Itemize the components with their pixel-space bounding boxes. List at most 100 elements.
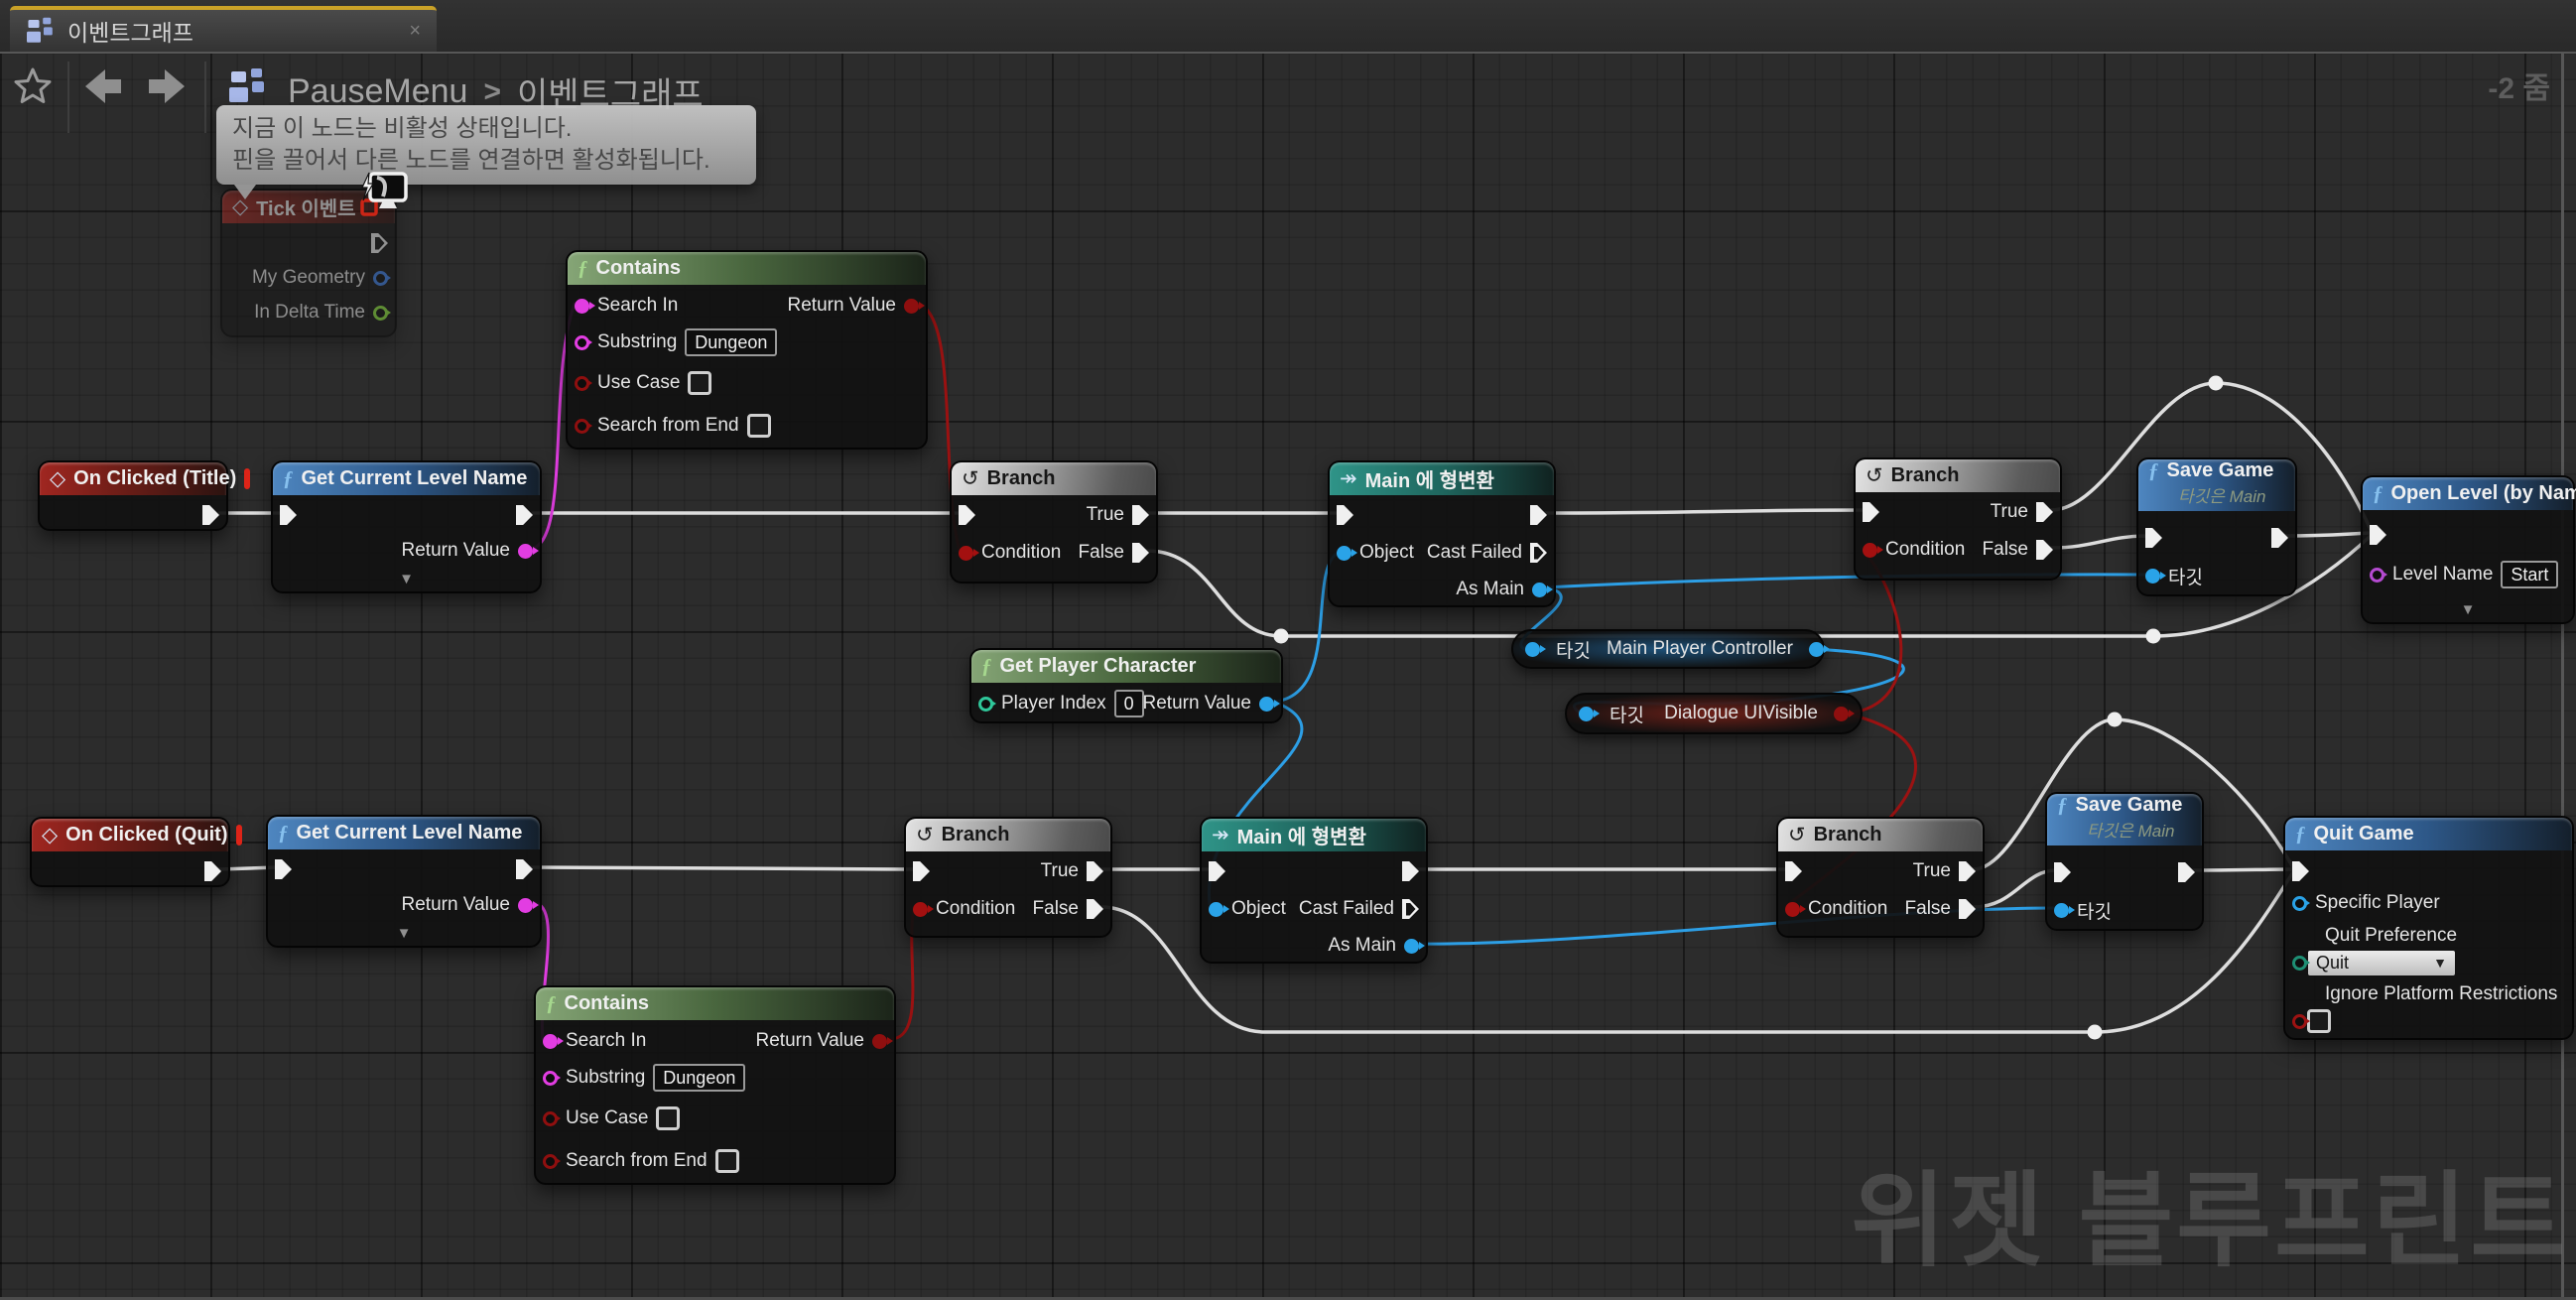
- exec-pin-icon[interactable]: [2271, 528, 2288, 548]
- pin-exec[interactable]: [2271, 525, 2288, 551]
- wire-exec[interactable]: [2049, 534, 2149, 550]
- collapse-arrow-icon[interactable]: ▼: [396, 925, 412, 942]
- exec-pin-icon[interactable]: [516, 505, 533, 525]
- pin-true[interactable]: True: [1033, 858, 1103, 884]
- exec-pin-icon[interactable]: [959, 505, 975, 525]
- data-pin-icon[interactable]: [543, 1070, 558, 1086]
- pin-as-main[interactable]: As Main: [1448, 577, 1547, 602]
- exec-pin-icon[interactable]: [1863, 502, 1879, 522]
- wire-exec[interactable]: [529, 865, 917, 871]
- wire-exec[interactable]: [2284, 531, 2374, 538]
- delegate-pin[interactable]: [244, 468, 251, 489]
- pin-exec[interactable]: [2292, 858, 2309, 884]
- reroute-node[interactable]: [2087, 1024, 2103, 1040]
- exec-pin-icon[interactable]: [2292, 861, 2309, 881]
- pin-specific-player[interactable]: Specific Player: [2292, 890, 2448, 916]
- pin-exec[interactable]: [280, 502, 297, 528]
- data-pin-icon[interactable]: [543, 1033, 558, 1049]
- dropdown[interactable]: Quit▼: [2307, 949, 2456, 976]
- exec-pin-icon[interactable]: [1132, 505, 1149, 525]
- pin-in-delta-time[interactable]: In Delta Time: [246, 300, 388, 325]
- pin-exec[interactable]: [1402, 858, 1419, 884]
- exec-pin-icon[interactable]: [1132, 543, 1149, 563]
- pin-use-case[interactable]: Use Case: [575, 370, 712, 396]
- exec-pin-icon[interactable]: [1402, 899, 1419, 919]
- data-pin-icon[interactable]: [913, 901, 928, 917]
- reroute-node[interactable]: [1273, 628, 1289, 644]
- pin-target[interactable]: [1579, 706, 1594, 721]
- exec-pin-icon[interactable]: [202, 505, 219, 525]
- pin-exec[interactable]: [913, 858, 930, 884]
- pin-false[interactable]: False: [1025, 896, 1103, 922]
- data-pin-icon[interactable]: [2292, 895, 2307, 911]
- pin-exec[interactable]: [204, 858, 221, 884]
- pin-exec[interactable]: [202, 502, 219, 528]
- data-pin-icon[interactable]: [1785, 901, 1800, 917]
- data-pin-icon[interactable]: [518, 897, 533, 913]
- pin-return-value[interactable]: Return Value: [394, 538, 533, 564]
- pin-exec[interactable]: [2054, 859, 2071, 885]
- pin-false[interactable]: False: [1975, 537, 2053, 563]
- pin-condition[interactable]: Condition: [913, 896, 1023, 922]
- pin-exec[interactable]: [516, 856, 533, 882]
- data-pin-icon[interactable]: [2370, 567, 2384, 583]
- data-pin-icon[interactable]: [2145, 568, 2160, 584]
- data-pin-icon[interactable]: [1404, 938, 1419, 954]
- checkbox[interactable]: [714, 1149, 739, 1173]
- data-pin-icon[interactable]: [959, 545, 973, 561]
- exec-pin-icon[interactable]: [1959, 861, 1976, 881]
- pin-condition[interactable]: Condition: [1863, 537, 1973, 563]
- wire-exec[interactable]: [1543, 508, 1867, 515]
- wire-exec[interactable]: [2191, 867, 2296, 872]
- pin-exec[interactable]: [516, 502, 533, 528]
- wire-exec[interactable]: [1972, 868, 2058, 909]
- exec-pin-icon[interactable]: [204, 861, 221, 881]
- value-field[interactable]: Dungeon: [685, 328, 778, 356]
- data-pin-icon[interactable]: [373, 270, 388, 286]
- exec-pin-icon[interactable]: [2178, 862, 2195, 882]
- pin-exec[interactable]: [1785, 858, 1802, 884]
- pin-cast-failed[interactable]: Cast Failed: [1419, 540, 1547, 566]
- tab-close-icon[interactable]: ×: [409, 19, 421, 42]
- back-arrow-icon[interactable]: [83, 67, 123, 105]
- data-pin-icon[interactable]: [872, 1033, 887, 1049]
- reroute-node[interactable]: [2107, 712, 2123, 727]
- breadcrumb-root[interactable]: PauseMenu: [288, 72, 468, 110]
- checkbox[interactable]: [656, 1106, 681, 1130]
- pin-condition[interactable]: Condition: [1785, 896, 1895, 922]
- pin-true[interactable]: True: [1079, 502, 1149, 528]
- pin-exec[interactable]: [959, 502, 975, 528]
- data-pin-icon[interactable]: [575, 375, 589, 391]
- data-pin-icon[interactable]: [575, 298, 589, 314]
- exec-pin-icon[interactable]: [1530, 543, 1547, 563]
- pin-false[interactable]: False: [1897, 896, 1976, 922]
- exec-pin-icon[interactable]: [2145, 528, 2162, 548]
- pin-return-value[interactable]: Return Value: [748, 1028, 887, 1054]
- data-pin-icon[interactable]: [904, 298, 919, 314]
- exec-pin-icon[interactable]: [371, 233, 388, 253]
- data-pin-icon[interactable]: [1532, 582, 1547, 597]
- data-pin-icon[interactable]: [1209, 901, 1224, 917]
- exec-pin-icon[interactable]: [1087, 899, 1103, 919]
- pin-타깃[interactable]: 타깃: [2054, 897, 2120, 923]
- pin-exec[interactable]: [275, 856, 292, 882]
- pin-cast-failed[interactable]: Cast Failed: [1291, 896, 1419, 922]
- exec-pin-icon[interactable]: [1785, 861, 1802, 881]
- value-field[interactable]: Dungeon: [653, 1064, 746, 1092]
- favorite-star-icon[interactable]: [12, 65, 54, 107]
